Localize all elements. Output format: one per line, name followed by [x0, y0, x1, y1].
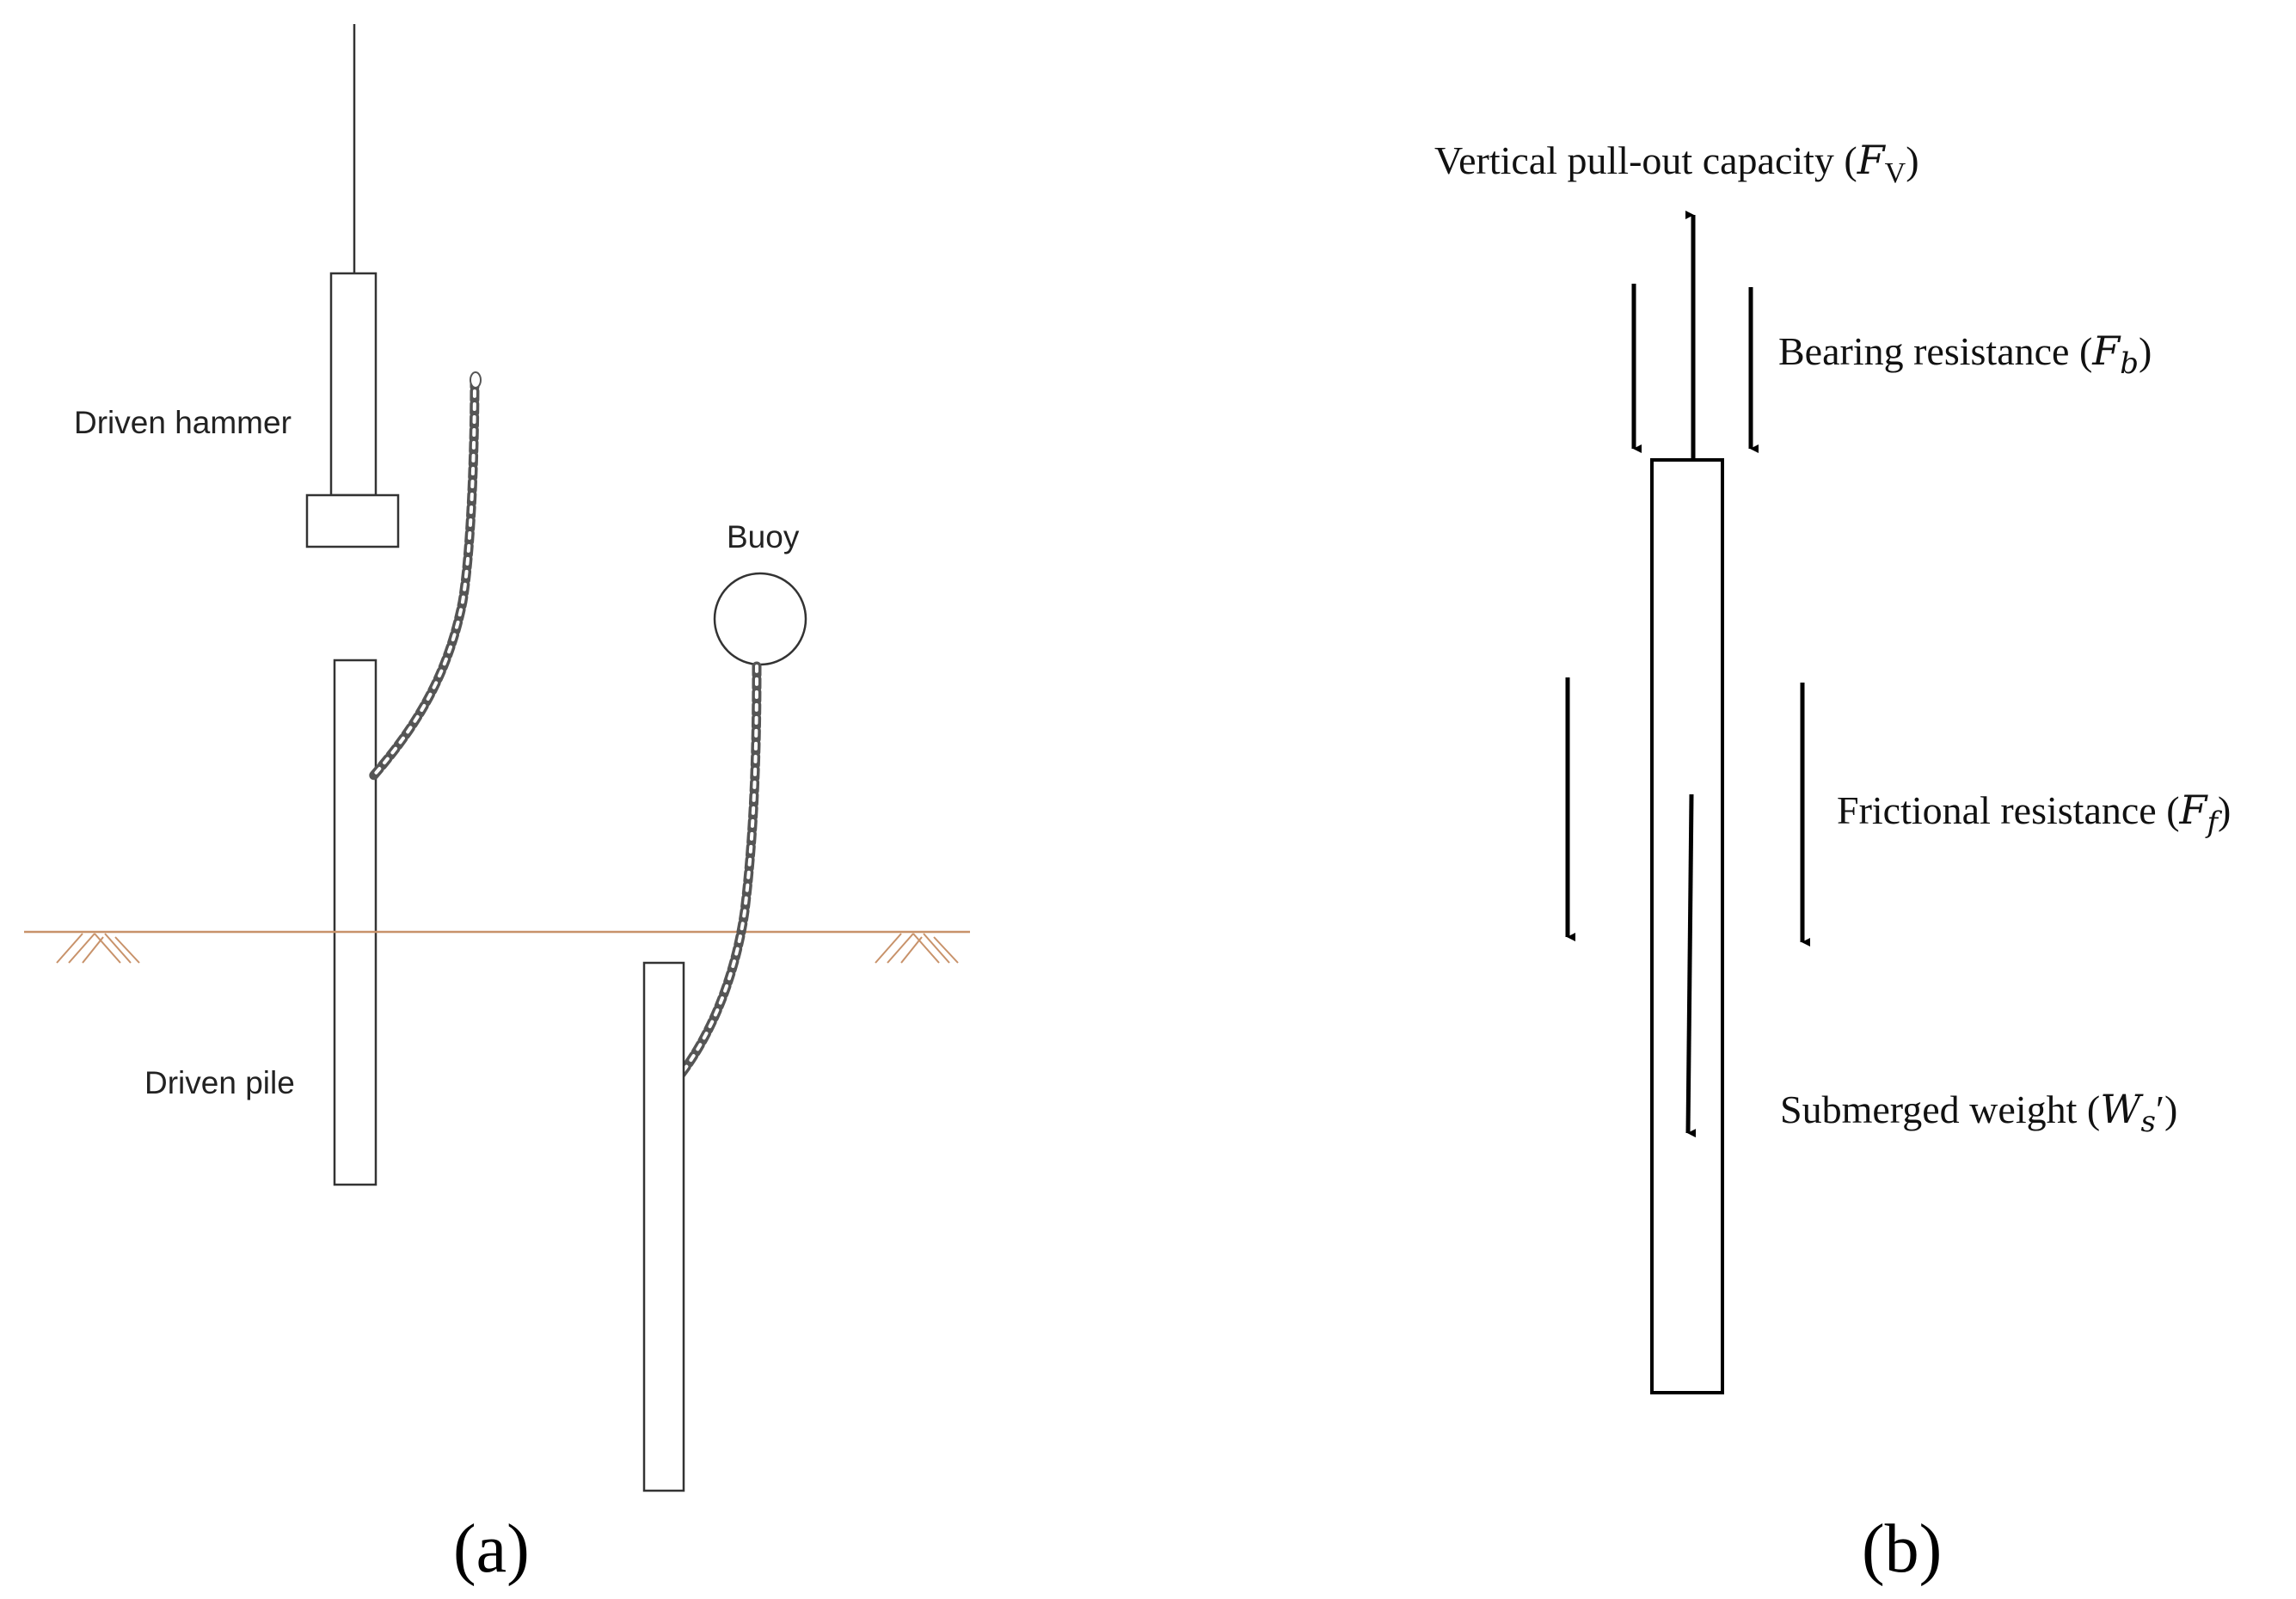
weight-arrow [1685, 793, 1697, 1138]
installed-pile [642, 961, 685, 1492]
submerged-weight-label: Submerged weight (Ws′) [1780, 1086, 2177, 1139]
pile-label: Driven pile [144, 1065, 295, 1100]
bearing-resistance-label: Bearing resistance (Fb) [1778, 328, 2152, 381]
driven-pile-left [333, 659, 378, 1186]
chain-buoy-pile [674, 661, 762, 1081]
frictional-resistance-label: Frictional resistance (Ff) [1837, 787, 2231, 840]
hammer-head [305, 493, 400, 548]
panel-a: Driven hammer Driven pile [24, 24, 970, 1587]
hammer-label: Driven hammer [74, 405, 292, 440]
buoy-label: Buoy [727, 519, 800, 554]
chain-hammer-pile [366, 371, 482, 783]
free-body-pile [1650, 458, 1724, 1394]
panel-b: Vertical pull-out capacity (FV) Bearing … [1434, 137, 2231, 1587]
seabed-hatch-left [56, 933, 140, 964]
panel-b-caption: (b) [1862, 1511, 1942, 1587]
hammer-body [329, 272, 378, 497]
vertical-capacity-label: Vertical pull-out capacity (FV) [1434, 137, 1919, 189]
buoy [713, 572, 807, 666]
seabed-hatch-right [875, 933, 959, 964]
panel-a-caption: (a) [453, 1511, 530, 1587]
